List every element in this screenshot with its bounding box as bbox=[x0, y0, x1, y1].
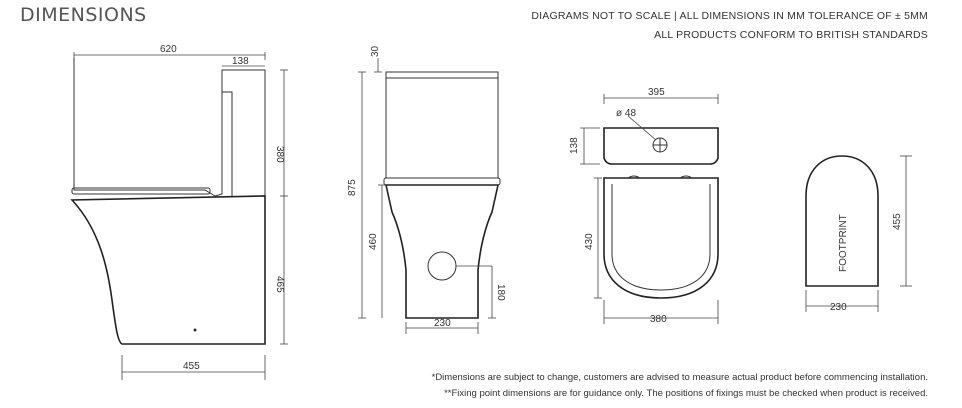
footprint-label: FOOTPRINT bbox=[838, 214, 849, 272]
dim-front-base-width: 230 bbox=[434, 318, 451, 329]
dim-hole-diameter: ø 48 bbox=[616, 108, 636, 119]
dim-pan-height: 465 bbox=[274, 276, 285, 293]
front-cistern bbox=[385, 78, 499, 179]
side-seat bbox=[71, 187, 211, 195]
top-pan-outline bbox=[603, 177, 719, 299]
dim-cistern-width: 395 bbox=[648, 87, 665, 98]
top-cistern-outline bbox=[603, 127, 719, 165]
header-standards: ALL PRODUCTS CONFORM TO BRITISH STANDARD… bbox=[654, 29, 928, 41]
dim-pan-projection: 430 bbox=[584, 233, 595, 250]
front-view: 30 875 460 180 230 bbox=[347, 45, 506, 334]
dim-footprint-width: 230 bbox=[830, 302, 847, 313]
note-dimensions: *Dimensions are subject to change, custo… bbox=[431, 372, 928, 383]
side-fixing-point bbox=[193, 328, 197, 332]
dim-front-pan-height: 460 bbox=[368, 233, 379, 250]
front-seat bbox=[383, 177, 501, 186]
dim-width-top: 620 bbox=[160, 44, 177, 55]
dim-top-cistern-depth: 138 bbox=[569, 137, 580, 154]
dim-total-height: 875 bbox=[347, 179, 358, 196]
dim-pan-width: 380 bbox=[650, 314, 667, 325]
dim-cistern-height: 380 bbox=[274, 146, 285, 163]
footprint-outline bbox=[805, 155, 879, 287]
side-view: 620 138 380 465 455 bbox=[70, 44, 288, 380]
side-pan-outline bbox=[70, 195, 266, 345]
note-fixings: **Fixing point dimensions are for guidan… bbox=[444, 388, 928, 399]
dim-footprint-length: 455 bbox=[892, 213, 903, 230]
page-title: DIMENSIONS bbox=[20, 4, 147, 26]
front-waste-outlet bbox=[427, 251, 457, 281]
header-disclaimer: DIAGRAMS NOT TO SCALE | ALL DIMENSIONS I… bbox=[531, 10, 928, 22]
dim-cistern-depth: 138 bbox=[232, 56, 249, 67]
dim-waste-height: 180 bbox=[495, 284, 506, 301]
front-lid bbox=[385, 71, 499, 79]
top-view: 395 ø 48 138 430 380 bbox=[569, 87, 719, 325]
front-pan-outline bbox=[385, 184, 499, 319]
dim-base-width: 455 bbox=[183, 361, 200, 372]
dim-lid-height: 30 bbox=[370, 45, 381, 57]
side-cistern-outline bbox=[73, 58, 266, 197]
footprint-view: FOOTPRINT 455 230 bbox=[805, 155, 912, 313]
